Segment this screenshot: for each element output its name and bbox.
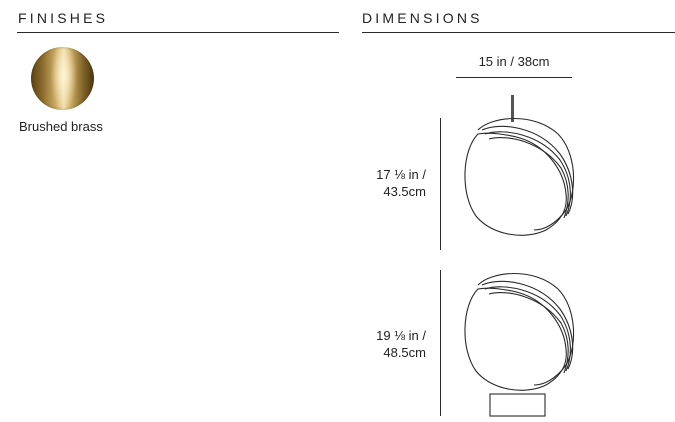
table-lamp-drawing	[464, 272, 575, 417]
pendant-globe	[464, 117, 575, 236]
width-dimension-label: 15 in / 38cm	[478, 54, 550, 69]
dimensions-heading: DIMENSIONS	[362, 10, 483, 26]
pendant-height-imperial: 17 ⅛ in /	[376, 167, 426, 182]
finishes-heading: FINISHES	[18, 10, 109, 26]
dimensions-divider	[362, 32, 675, 33]
pendant-cord	[511, 95, 514, 122]
table-height-imperial: 19 ⅛ in /	[376, 328, 426, 343]
width-dimension-line	[456, 77, 572, 78]
table-height-label: 19 ⅛ in / 48.5cm	[356, 327, 426, 361]
brushed-brass-label: Brushed brass	[19, 119, 103, 134]
pendant-height-metric: 43.5cm	[383, 184, 426, 199]
table-height-metric: 48.5cm	[383, 345, 426, 360]
finishes-divider	[17, 32, 339, 33]
table-lamp-base	[489, 393, 546, 417]
pendant-height-label: 17 ⅛ in / 43.5cm	[356, 166, 426, 200]
pendant-height-line	[440, 118, 441, 250]
pendant-lamp-drawing	[464, 95, 575, 236]
brushed-brass-swatch[interactable]	[31, 47, 94, 110]
table-height-line	[440, 270, 441, 416]
table-globe	[464, 272, 575, 391]
